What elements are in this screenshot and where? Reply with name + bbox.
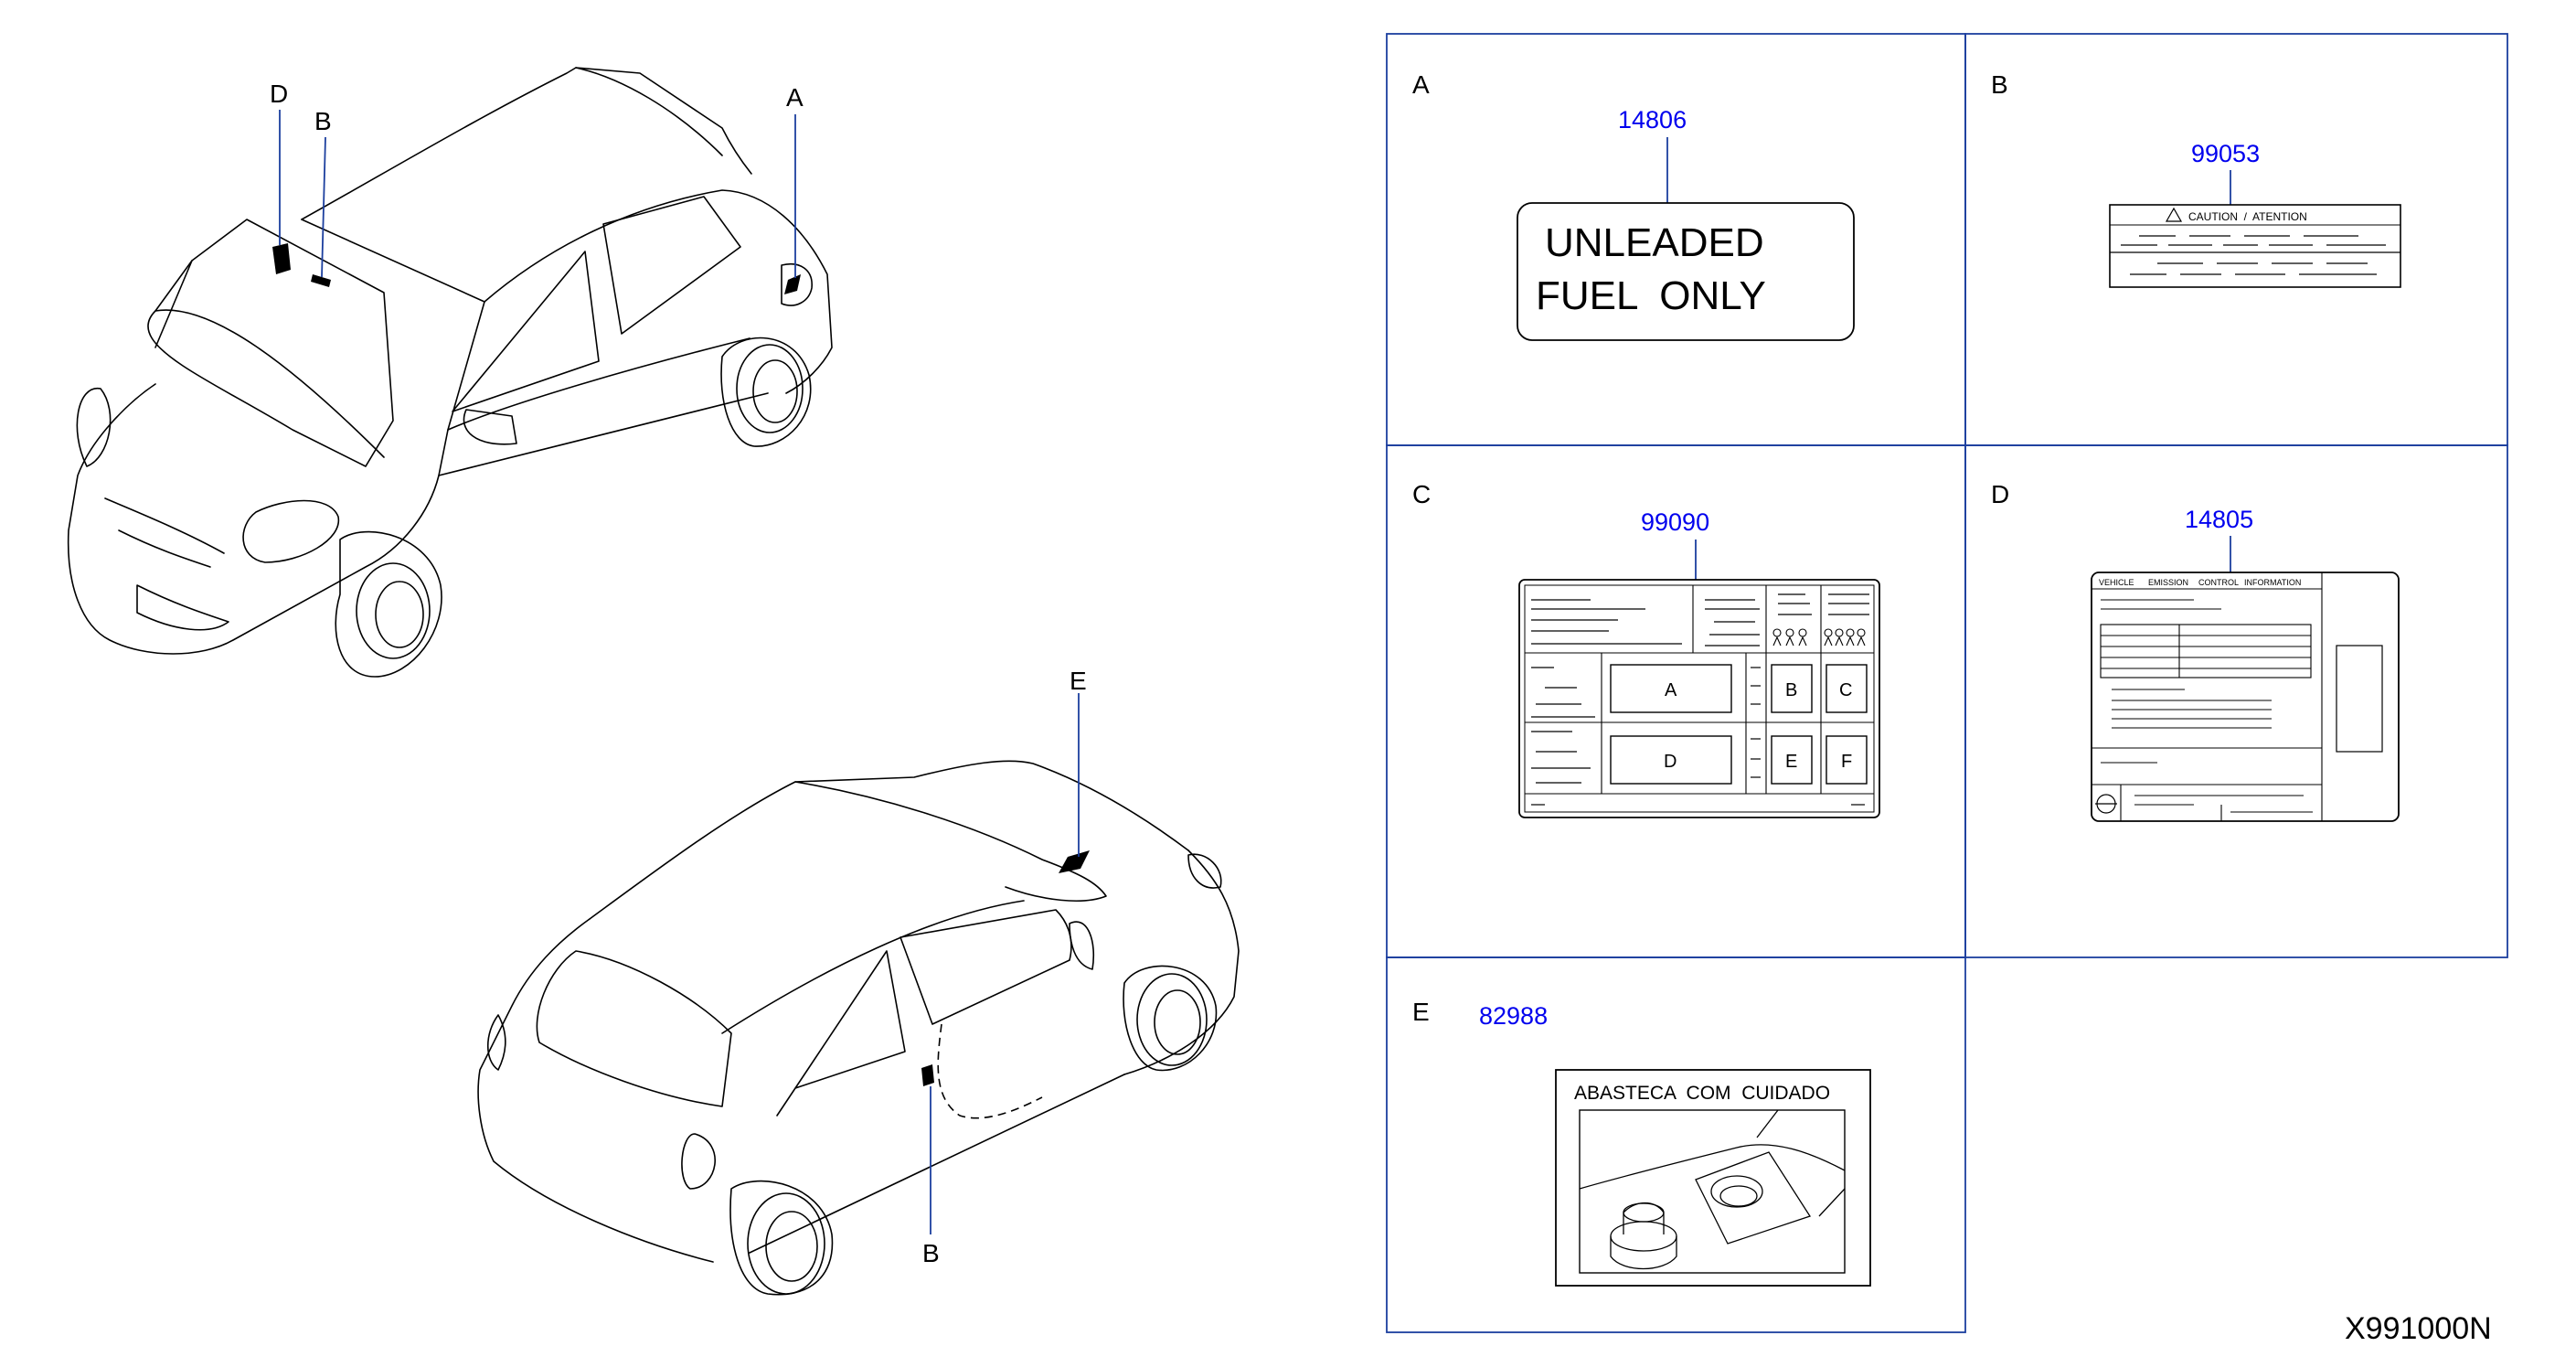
panel-B: B 99053 CAUTION / ATENTION bbox=[1991, 70, 2401, 288]
unleaded-line-2: FUEL ONLY bbox=[1536, 273, 1766, 318]
warning-triangle-icon bbox=[2165, 207, 2183, 222]
cell-A: A bbox=[1665, 680, 1677, 700]
caution-label bbox=[2109, 204, 2401, 288]
cell-F: F bbox=[1841, 752, 1852, 772]
cell-E: E bbox=[1785, 752, 1797, 772]
fuel-filler-illustration bbox=[1579, 1109, 1846, 1270]
emission-header-3: CONTROL bbox=[2198, 578, 2239, 587]
caution-header: CAUTION / ATENTION bbox=[2188, 210, 2307, 223]
cell-B: B bbox=[1785, 680, 1797, 700]
panel-C: C 99090 bbox=[1412, 480, 1880, 818]
label-panel-grid bbox=[1386, 33, 2508, 1333]
unleaded-fuel-label bbox=[1517, 202, 1855, 341]
front-car-illustration bbox=[67, 67, 833, 678]
callout-E-rear: E bbox=[1070, 667, 1087, 695]
diagram-id: X991000N bbox=[2345, 1311, 2492, 1346]
callout-D-front: D bbox=[270, 80, 288, 108]
unleaded-line-1: UNLEADED bbox=[1545, 220, 1764, 265]
emission-header-2: EMISSION bbox=[2148, 578, 2188, 587]
panel-letter-C: C bbox=[1412, 480, 1431, 508]
emission-info-label bbox=[2091, 572, 2400, 822]
panel-letter-B: B bbox=[1991, 70, 2008, 99]
panel-A: A 14806 UNLEADED FUEL ONLY bbox=[1412, 70, 1855, 341]
tire-info-label bbox=[1518, 579, 1880, 818]
cell-C: C bbox=[1839, 680, 1852, 700]
refuel-header: ABASTECA COM CUIDADO bbox=[1574, 1083, 1830, 1104]
front-car-callouts: D B A bbox=[270, 80, 804, 278]
refuel-caution-label bbox=[1555, 1069, 1871, 1287]
part-number-14806: 14806 bbox=[1618, 106, 1687, 134]
callout-A-front: A bbox=[786, 83, 804, 112]
emission-header-1: VEHICLE bbox=[2099, 578, 2134, 587]
emission-header-4: INFORMATION bbox=[2244, 578, 2301, 587]
cell-D: D bbox=[1664, 752, 1677, 772]
panel-D: D 14805 VEHICLE EMISSION CONTROL INFORMA… bbox=[1991, 480, 2400, 822]
rear-car-callouts: E B bbox=[922, 667, 1087, 1267]
part-number-99053: 99053 bbox=[2191, 140, 2260, 167]
part-number-99090: 99090 bbox=[1641, 508, 1709, 536]
panel-E: E 82988 ABASTECA COM CUIDADO bbox=[1412, 998, 1871, 1287]
panel-letter-A: A bbox=[1412, 70, 1430, 99]
part-number-82988: 82988 bbox=[1479, 1002, 1548, 1030]
panel-letter-E: E bbox=[1412, 998, 1430, 1026]
callout-B-front: B bbox=[314, 107, 332, 135]
callout-B-rear: B bbox=[922, 1239, 940, 1267]
panel-letter-D: D bbox=[1991, 480, 2009, 508]
rear-car-illustration bbox=[477, 760, 1240, 1296]
part-number-14805: 14805 bbox=[2185, 506, 2253, 533]
